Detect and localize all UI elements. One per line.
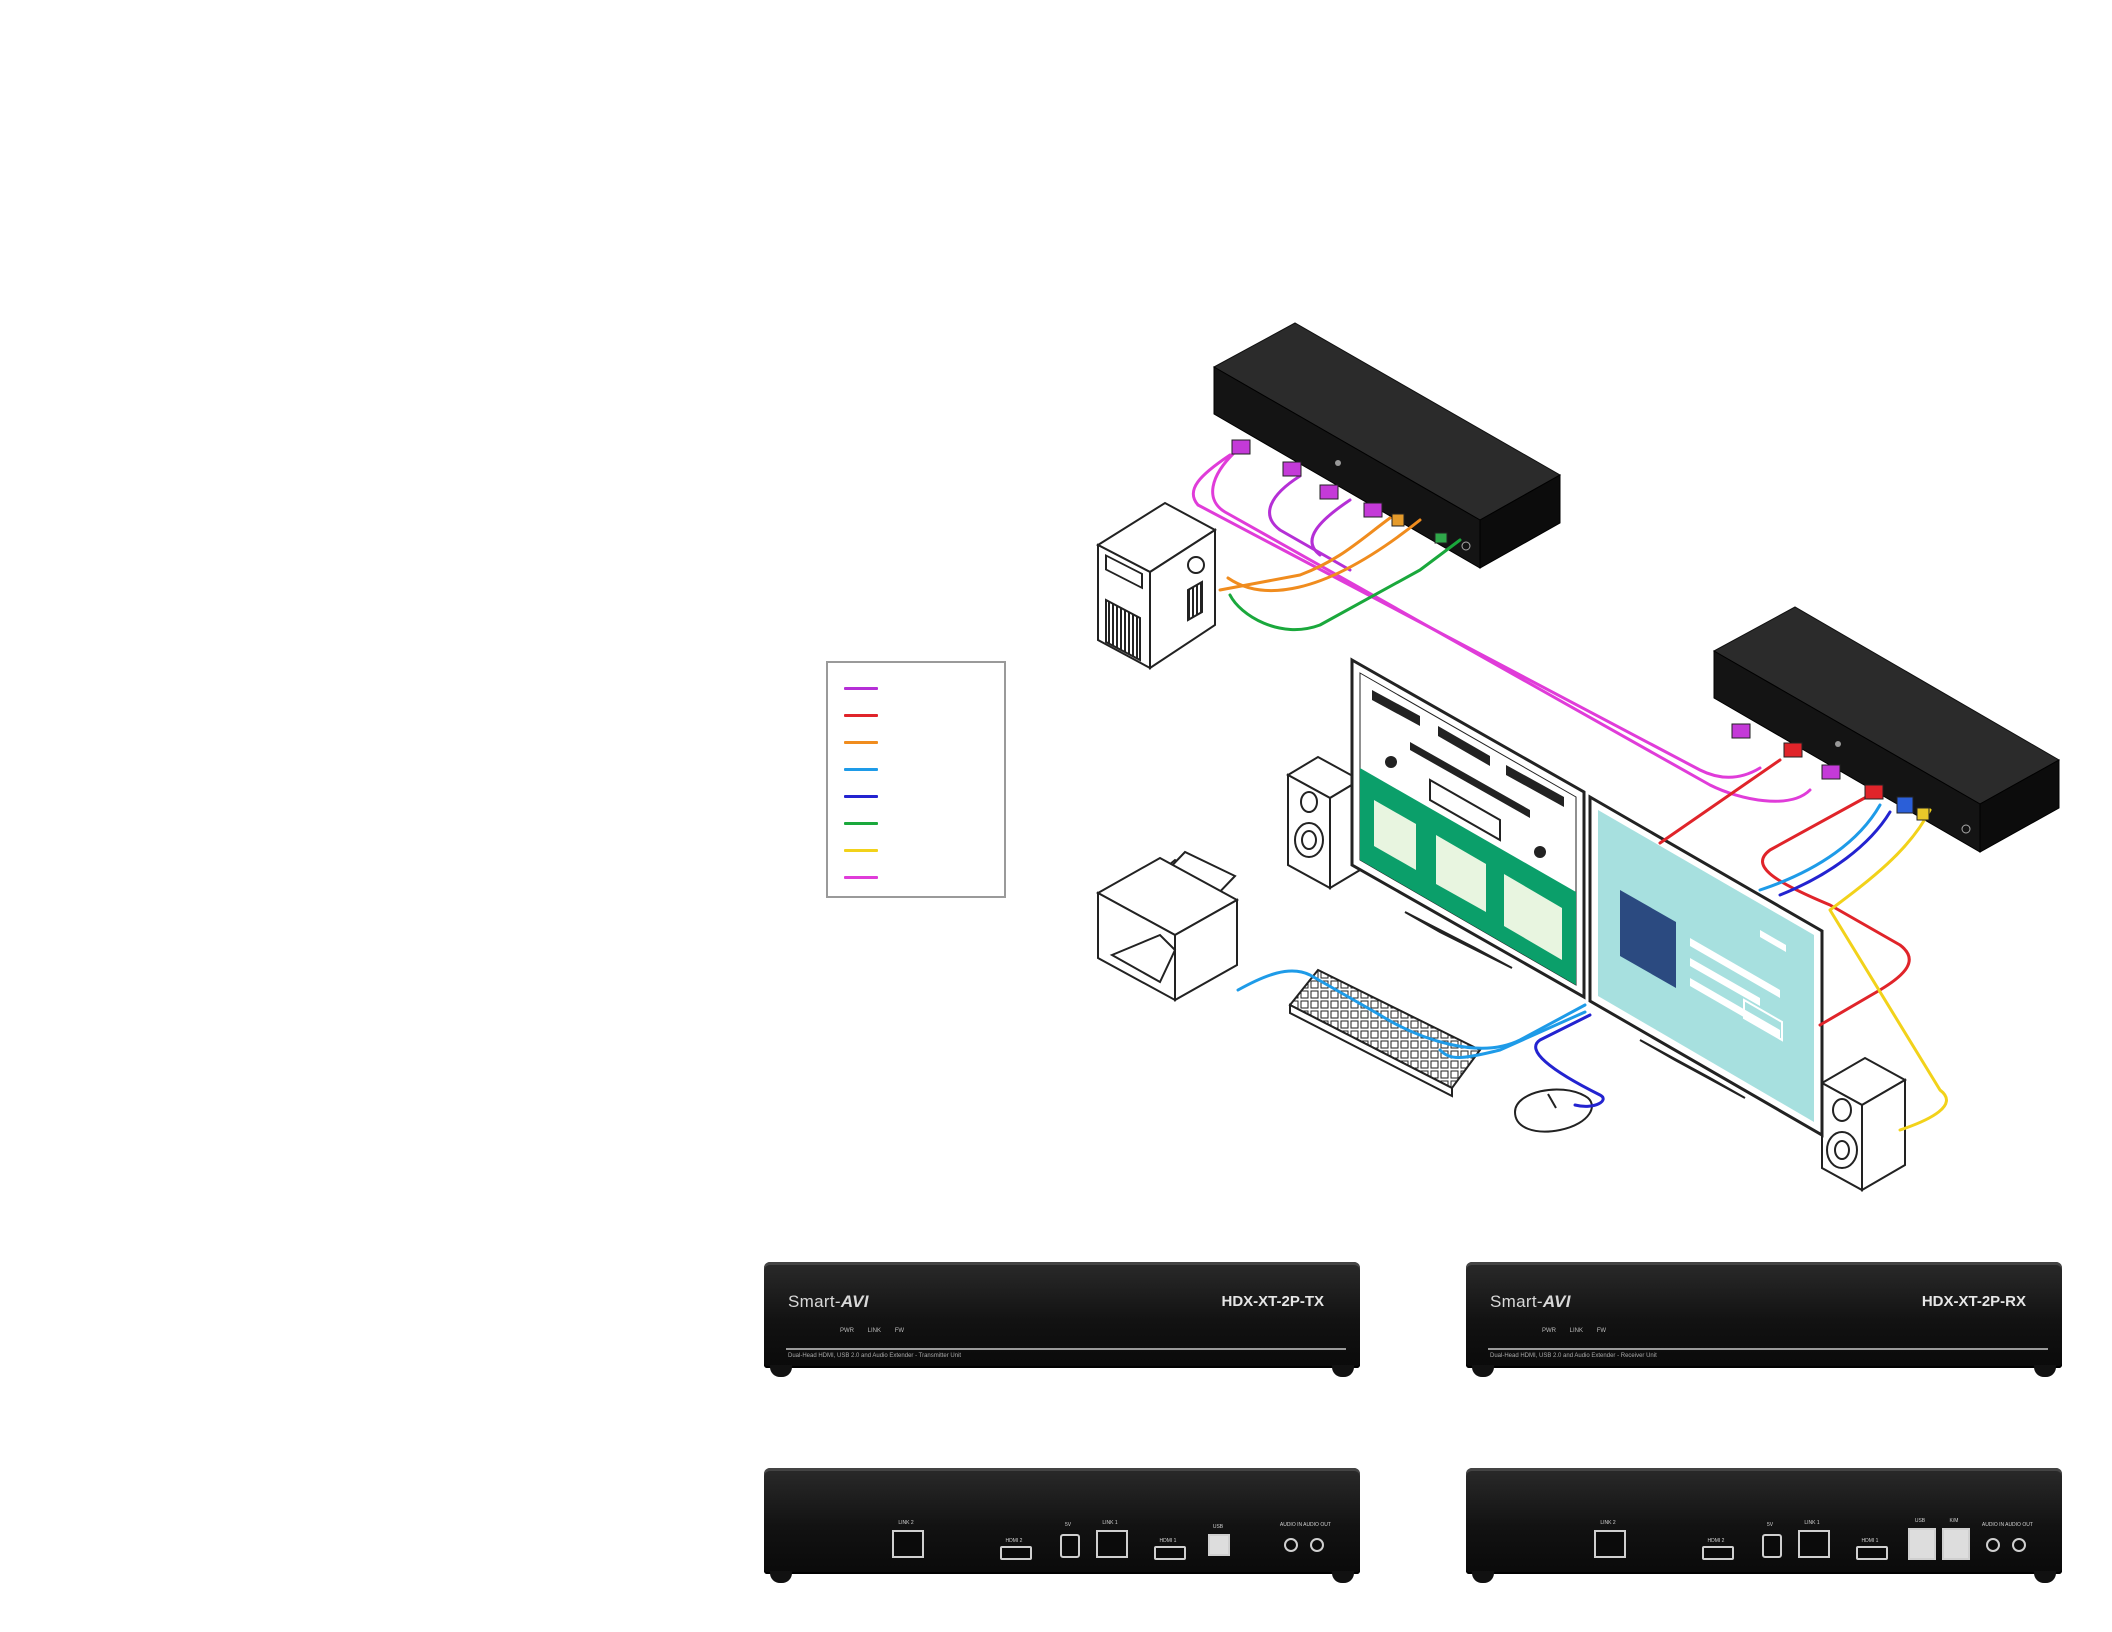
- right-monitor-icon: [1588, 794, 1824, 1138]
- usb-b-port: [1208, 1534, 1230, 1556]
- transmitter-rear-panel: LINK 2 HDMI 2 5V LINK 1 HDMI 1 USB AUDIO…: [764, 1468, 1360, 1583]
- receiver-front-panel: Smart-AVI HDX-XT-2P-RX PWR LINK FW Dual-…: [1466, 1262, 2062, 1377]
- power-jack: [1762, 1534, 1782, 1558]
- hdmi-port-2: [1000, 1546, 1032, 1560]
- rj45-port-link1: [1798, 1530, 1830, 1558]
- port-label-link2: LINK 2: [1600, 1520, 1616, 1526]
- audio-in-jack: [1284, 1538, 1298, 1552]
- led-link: LINK: [1569, 1328, 1584, 1334]
- port-label-link1: LINK 1: [1102, 1520, 1118, 1526]
- legend-swatch-6: [844, 822, 878, 825]
- receiver-model: HDX-XT-2P-RX: [1921, 1293, 2026, 1310]
- unit-foot: [1332, 1571, 1354, 1583]
- mouse-icon: [1513, 1088, 1593, 1133]
- port-label-hdmi1: HDMI 1: [1861, 1538, 1879, 1544]
- left-monitor-icon: [1350, 657, 1586, 1000]
- front-stripe: [1488, 1348, 2048, 1350]
- right-speaker-icon: [1819, 1056, 1908, 1192]
- cable-legend: [826, 661, 1006, 898]
- port-label-hdmi2: HDMI 2: [1005, 1538, 1023, 1544]
- transmitter-brand: Smart-AVI: [788, 1292, 869, 1311]
- usb-a-km-ports: [1942, 1528, 1970, 1560]
- printer-icon: [1095, 850, 1240, 1002]
- unit-foot: [1472, 1571, 1494, 1583]
- power-jack: [1060, 1534, 1080, 1558]
- transmitter-model: HDX-XT-2P-TX: [1221, 1293, 1324, 1310]
- unit-foot: [770, 1365, 792, 1377]
- legend-swatch-2: [844, 714, 878, 717]
- receiver-leds: PWR LINK FW: [1542, 1328, 1618, 1334]
- front-stripe: [786, 1348, 1346, 1350]
- tx-connectors: [1231, 439, 1448, 544]
- legend-swatch-8: [844, 876, 878, 879]
- port-label-audio-in: AUDIO IN: [1981, 1522, 2005, 1528]
- hdmi-port-2: [1702, 1546, 1734, 1560]
- port-label-audio-out: AUDIO OUT: [2005, 1522, 2033, 1528]
- led-pwr: PWR: [840, 1328, 854, 1334]
- unit-foot: [770, 1571, 792, 1583]
- unit-foot: [1472, 1365, 1494, 1377]
- rj45-port-link1: [1096, 1530, 1128, 1558]
- left-speaker-icon: [1285, 755, 1363, 890]
- port-label-link2: LINK 2: [898, 1520, 914, 1526]
- transmitter-leds: PWR LINK FW: [840, 1328, 916, 1334]
- port-label-audio-in: AUDIO IN: [1279, 1522, 1303, 1528]
- port-label-usb: USB: [1914, 1518, 1926, 1524]
- unit-foot: [2034, 1365, 2056, 1377]
- audio-out-jack: [2012, 1538, 2026, 1552]
- transmitter-box-isometric: [1212, 322, 1562, 569]
- tx-cables: [1191, 450, 1812, 803]
- port-label-5v: 5V: [1766, 1522, 1774, 1528]
- legend-swatch-1: [844, 687, 878, 690]
- unit-foot: [1332, 1365, 1354, 1377]
- legend-swatch-7: [844, 849, 878, 852]
- receiver-brand: Smart-AVI: [1490, 1292, 1571, 1311]
- led-pwr: PWR: [1542, 1328, 1556, 1334]
- rj45-port-link2: [892, 1530, 924, 1558]
- rj45-port-link2: [1594, 1530, 1626, 1558]
- legend-swatch-3: [844, 741, 878, 744]
- port-label-hdmi2: HDMI 2: [1707, 1538, 1725, 1544]
- transmitter-front-panel: Smart-AVI HDX-XT-2P-TX PWR LINK FW Dual-…: [764, 1262, 1360, 1377]
- audio-out-jack: [1310, 1538, 1324, 1552]
- keyboard-icon: [1288, 968, 1482, 1098]
- hdmi-port-1: [1154, 1546, 1186, 1560]
- legend-swatch-4: [844, 768, 878, 771]
- port-label-5v: 5V: [1064, 1522, 1072, 1528]
- port-label-audio-out: AUDIO OUT: [1303, 1522, 1331, 1528]
- rx-cables: [1236, 758, 1948, 1132]
- usb-a-ports: [1908, 1528, 1936, 1560]
- transmitter-description: Dual-Head HDMI, USB 2.0 and Audio Extend…: [788, 1353, 962, 1359]
- unit-foot: [2034, 1571, 2056, 1583]
- led-fw: FW: [894, 1328, 905, 1334]
- led-link: LINK: [867, 1328, 882, 1334]
- rx-connectors: [1731, 723, 1930, 821]
- receiver-description: Dual-Head HDMI, USB 2.0 and Audio Extend…: [1490, 1353, 1657, 1359]
- led-fw: FW: [1596, 1328, 1607, 1334]
- receiver-rear-panel: LINK 2 HDMI 2 5V LINK 1 HDMI 1 USB K/M A…: [1466, 1468, 2062, 1583]
- port-label-hdmi1: HDMI 1: [1159, 1538, 1177, 1544]
- legend-swatch-5: [844, 795, 878, 798]
- port-label-usb: USB: [1212, 1524, 1224, 1530]
- pc-tower-icon: [1095, 501, 1217, 670]
- port-label-km: K/M: [1949, 1518, 1959, 1524]
- audio-in-jack: [1986, 1538, 2000, 1552]
- hdmi-port-1: [1856, 1546, 1888, 1560]
- port-label-link1: LINK 1: [1804, 1520, 1820, 1526]
